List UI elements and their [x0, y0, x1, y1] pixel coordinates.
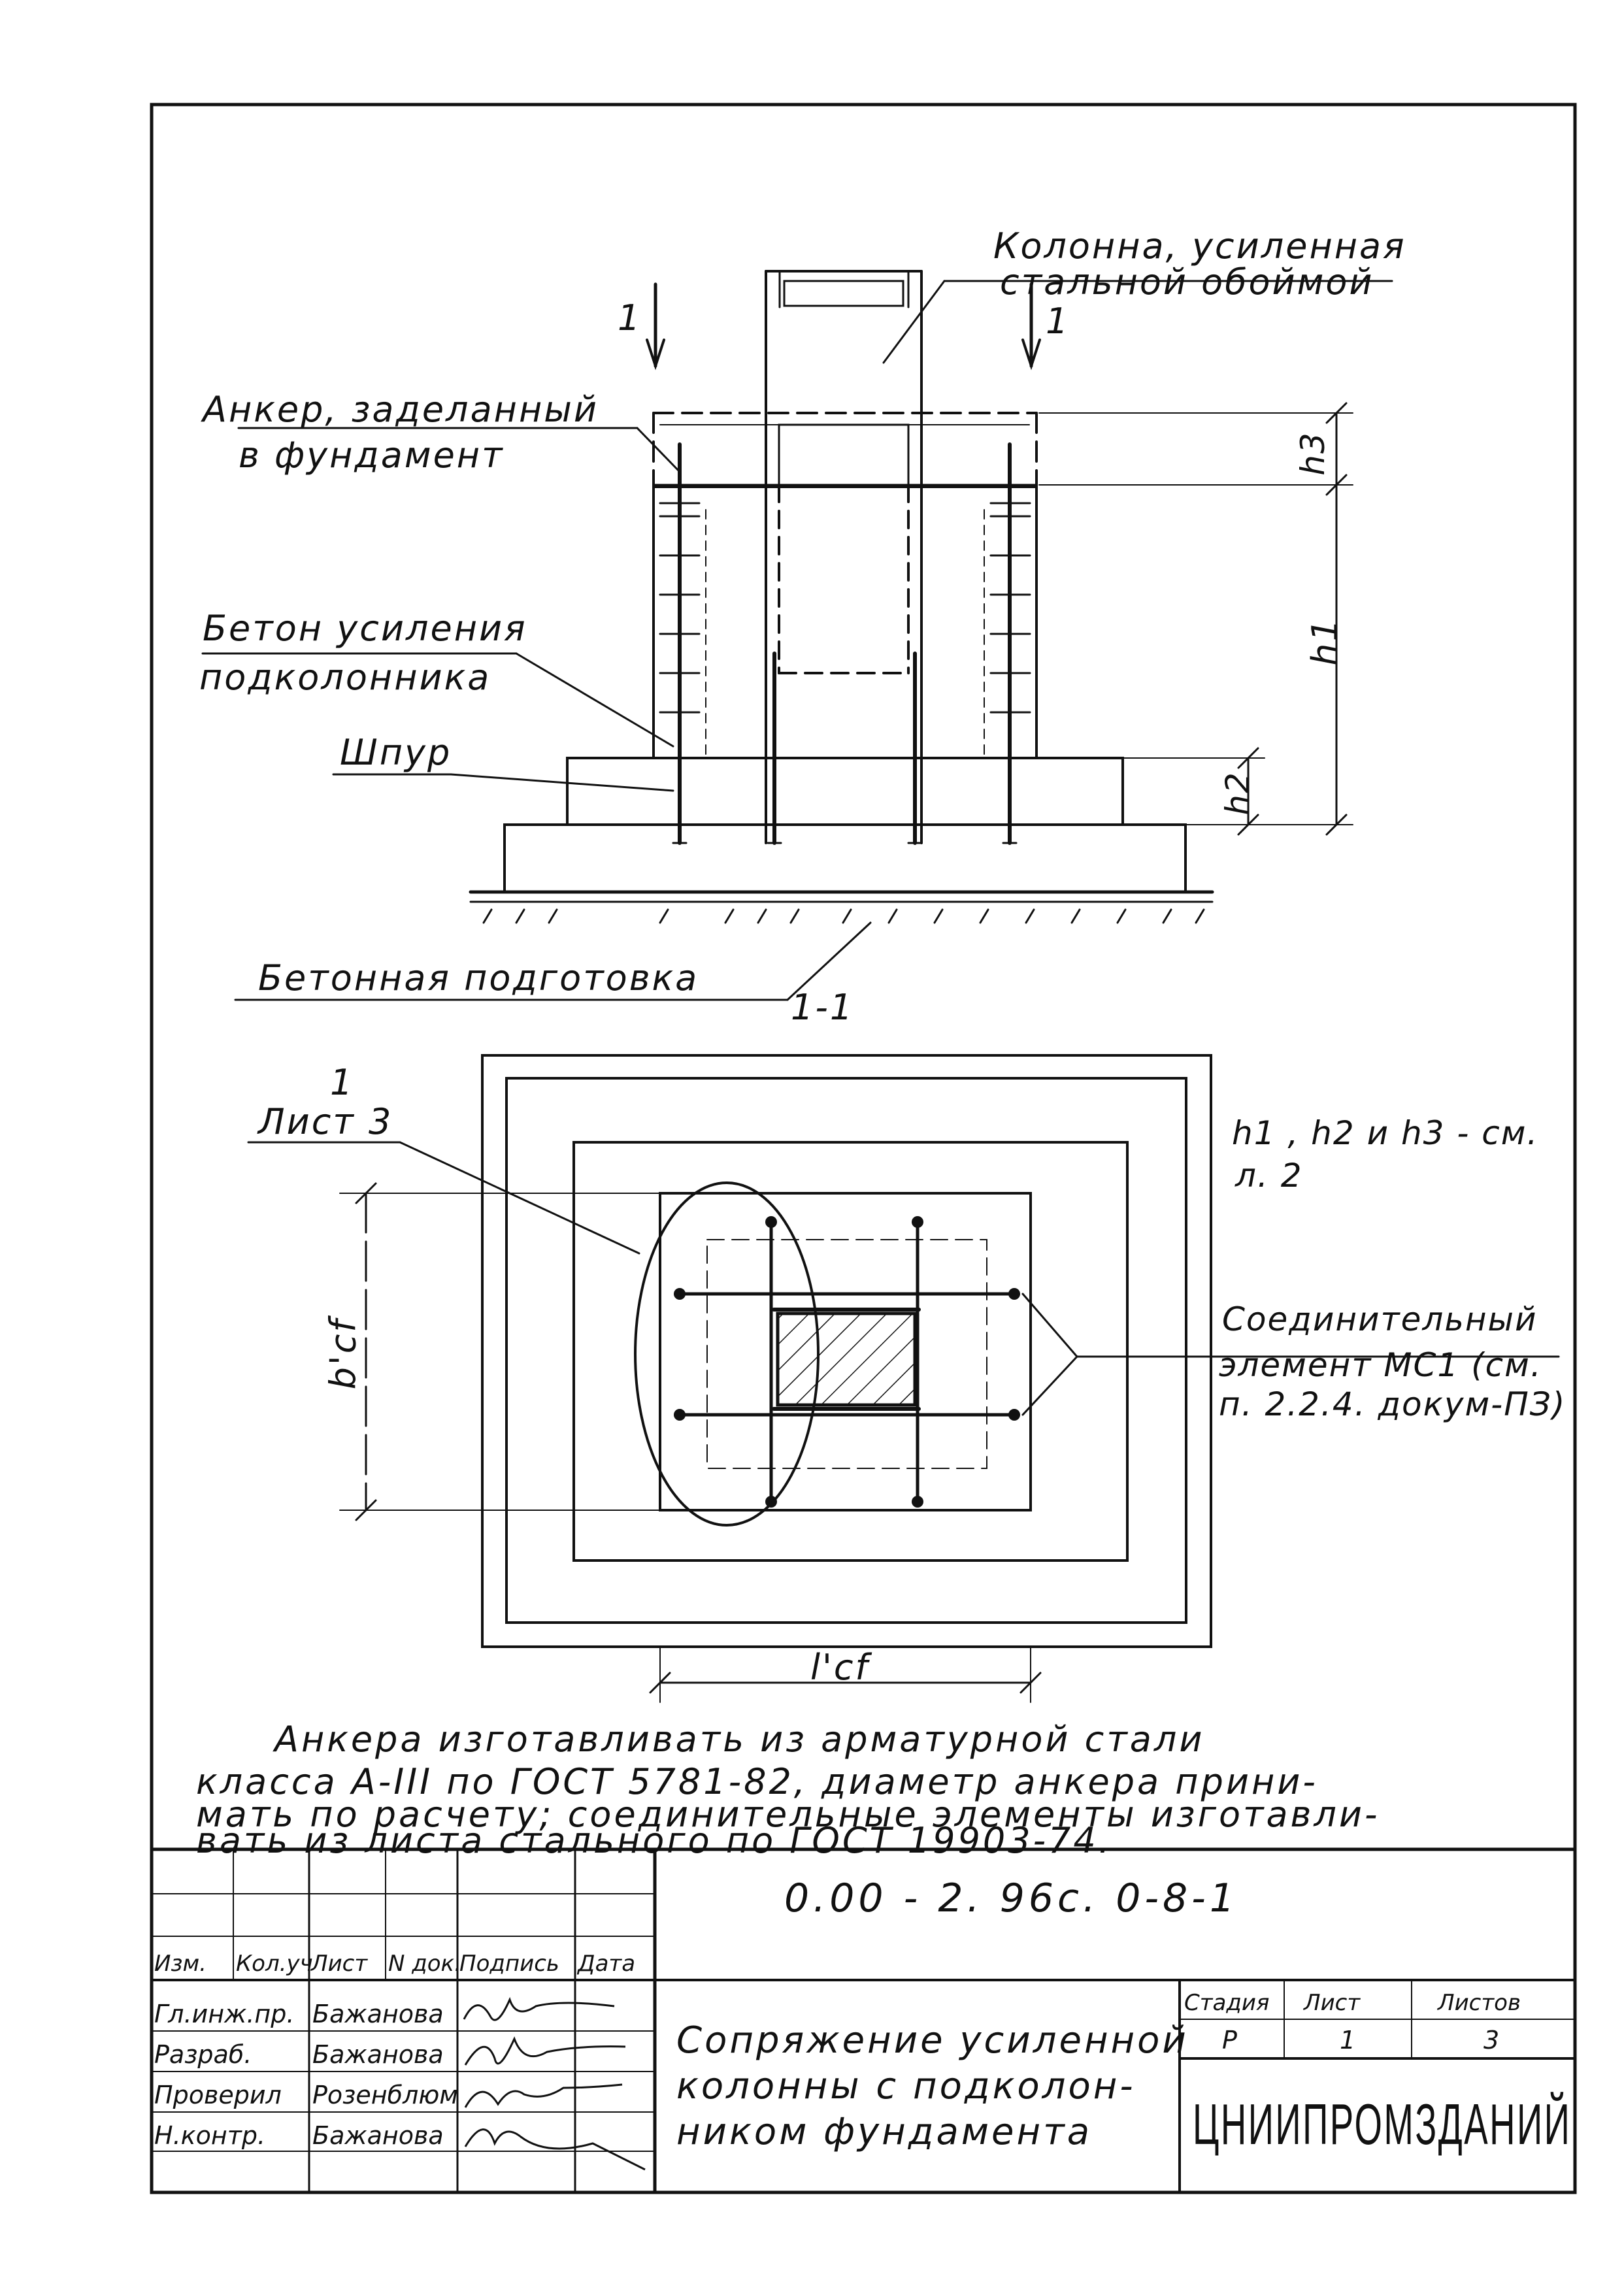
- header-podpis: Подпись: [459, 1951, 559, 1977]
- organization-name: ЦНИИПРОМЗДАНИЙ: [1193, 2092, 1572, 2156]
- dim-bcf: b'cf: [322, 1317, 364, 1390]
- header-data: Дата: [578, 1951, 636, 1977]
- connector-label-line3: п. 2.2.4. докум-ПЗ): [1219, 1385, 1566, 1423]
- dim-h3: h3: [1293, 431, 1332, 476]
- dim-h2: h2: [1218, 771, 1257, 816]
- header-izm: Изм.: [154, 1951, 207, 1977]
- column-label-line1: Колонна, усиленная: [993, 225, 1406, 267]
- concrete-label-line2: подколонника: [199, 657, 491, 698]
- sheet-frame: [150, 103, 1577, 2194]
- drawing-title-line3: ником фундамента: [676, 2111, 1093, 2153]
- prep-label: Бетонная подготовка: [258, 957, 699, 999]
- connector-label-line2: элемент МС1 (см.: [1219, 1346, 1542, 1384]
- stage-header: Стадия: [1184, 1990, 1270, 2016]
- anchor-label-line1: Анкер, заделанный: [203, 389, 599, 430]
- note-line3: мать по расчету; соединительные элементы…: [196, 1794, 1380, 1835]
- dim-lcf: l'cf: [810, 1647, 870, 1688]
- name-chief-engineer: Бажанова: [312, 2000, 444, 2028]
- header-ndok: N док.: [388, 1951, 461, 1977]
- sheet-header: Лист: [1304, 1990, 1361, 2016]
- h-note-line1: h1 , h2 и h3 - см.: [1232, 1114, 1539, 1152]
- hole-label: Шпур: [340, 732, 452, 773]
- sheets-value: 3: [1483, 2026, 1500, 2055]
- document-code: 0.00 - 2. 96с. 0-8-1: [784, 1875, 1239, 1921]
- drawing-title-line1: Сопряжение усиленной: [676, 2019, 1189, 2062]
- section-mark-left: 1: [618, 297, 642, 338]
- dim-h1: h1: [1304, 617, 1346, 666]
- h-note-line2: л. 2: [1235, 1157, 1303, 1195]
- note-line2: класса А-III по ГОСТ 5781-82, диаметр ан…: [196, 1761, 1318, 1802]
- plan-section-1-1: [247, 1054, 1560, 1703]
- name-checker: Розенблюм: [312, 2081, 458, 2109]
- note-line4: вать из листа стального по ГОСТ 19903-74…: [196, 1820, 1112, 1861]
- note-line1: Анкера изготавливать из арматурной стали: [274, 1719, 1205, 1760]
- elevation-view: [201, 270, 1393, 1001]
- role-checker: Проверил: [154, 2081, 282, 2109]
- sheet-ref-label: Лист 3: [258, 1101, 393, 1142]
- column-label-line2: стальной обоймой: [1000, 261, 1374, 303]
- name-norm-control: Бажанова: [312, 2121, 444, 2150]
- stage-value: Р: [1222, 2026, 1237, 2055]
- role-norm-control: Н.контр.: [154, 2121, 266, 2150]
- connector-label-line1: Соединительный: [1222, 1300, 1538, 1338]
- sheet-ref-number: 1: [330, 1062, 355, 1103]
- section-title: 1-1: [791, 987, 855, 1028]
- section-mark-right: 1: [1046, 301, 1070, 342]
- signatures: [463, 1996, 646, 2171]
- role-chief-engineer: Гл.инж.пр.: [154, 2000, 295, 2028]
- drawing-title-line2: колонны с подколон-: [676, 2065, 1136, 2107]
- sheets-header: Листов: [1438, 1990, 1521, 2016]
- concrete-label-line1: Бетон усиления: [203, 608, 527, 649]
- name-developer: Бажанова: [312, 2040, 444, 2069]
- sheet-value: 1: [1340, 2026, 1356, 2055]
- role-developer: Разраб.: [154, 2040, 252, 2069]
- header-list: Лист: [311, 1951, 368, 1977]
- anchor-label-line2: в фундамент: [239, 435, 505, 476]
- header-kolych: Кол.уч: [236, 1951, 313, 1977]
- title-block: [150, 1847, 1577, 2194]
